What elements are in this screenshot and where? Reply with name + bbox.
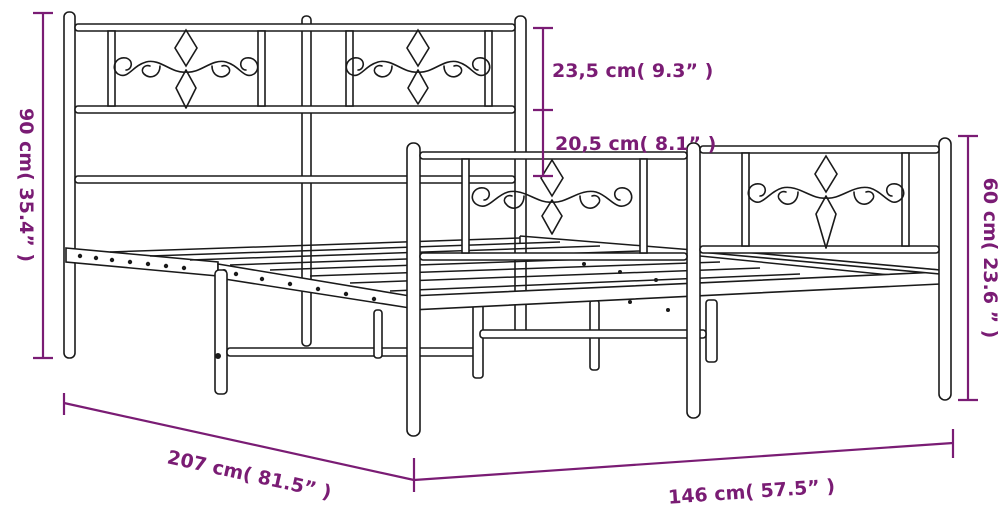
width-line bbox=[413, 441, 954, 482]
headboard bbox=[63, 11, 527, 359]
headboard-lower-rail bbox=[74, 175, 516, 184]
footboard-panel-bar bbox=[461, 158, 470, 254]
cross-beam bbox=[479, 329, 707, 339]
headboard-panel-bar bbox=[257, 30, 266, 107]
total-height-label: 90 cm( 35.4” ) bbox=[15, 108, 37, 262]
width-label: 146 cm( 57.5” ) bbox=[667, 475, 835, 508]
center-support-beam bbox=[226, 347, 478, 357]
footboard-panel-bar bbox=[741, 152, 750, 247]
right-rail-leg bbox=[705, 299, 718, 363]
length-line bbox=[63, 401, 415, 482]
under-bed-clearance-label: 20,5 cm( 8.1” ) bbox=[555, 133, 716, 155]
headboard-left-post bbox=[63, 11, 76, 359]
footboard-bottom-rail-right bbox=[699, 245, 940, 254]
left-side-rail bbox=[65, 247, 411, 309]
headboard-panel-bar bbox=[345, 30, 354, 107]
center-leg bbox=[472, 299, 484, 379]
footboard bbox=[406, 137, 952, 437]
headboard-middle-rail bbox=[74, 105, 516, 114]
side-rail-segment bbox=[217, 263, 411, 309]
length-label: 207 cm( 81.5” ) bbox=[165, 446, 333, 503]
footboard-left-post bbox=[406, 142, 421, 437]
footboard-top-rail bbox=[419, 151, 688, 160]
footboard-scroll-ornament-left bbox=[471, 158, 633, 235]
headboard-panel-bar bbox=[484, 30, 493, 107]
footboard-right-post bbox=[938, 137, 952, 401]
headboard-scroll-ornament-right bbox=[345, 28, 491, 105]
footboard-panel-bar bbox=[639, 158, 648, 254]
headboard-right-post bbox=[514, 15, 527, 337]
headboard-scroll-ornament-left bbox=[113, 28, 259, 109]
footboard-height-label: 60 cm( 23.6 ” ) bbox=[979, 178, 1001, 339]
side-rail-segment bbox=[65, 247, 219, 277]
left-rail-leg bbox=[214, 269, 228, 395]
headboard-panel-height-label: 23,5 cm( 9.3” ) bbox=[552, 60, 713, 82]
headboard-top-rail bbox=[74, 23, 516, 32]
dimension-lines bbox=[33, 11, 978, 492]
footboard-panel-bar bbox=[901, 152, 910, 247]
footboard-middle-post bbox=[686, 142, 701, 419]
footboard-bottom-rail bbox=[419, 252, 688, 261]
bed-frame bbox=[63, 11, 952, 437]
footboard-top-rail-right bbox=[699, 145, 940, 154]
footboard-scroll-ornament-right bbox=[747, 154, 905, 249]
center-leg bbox=[373, 309, 383, 359]
